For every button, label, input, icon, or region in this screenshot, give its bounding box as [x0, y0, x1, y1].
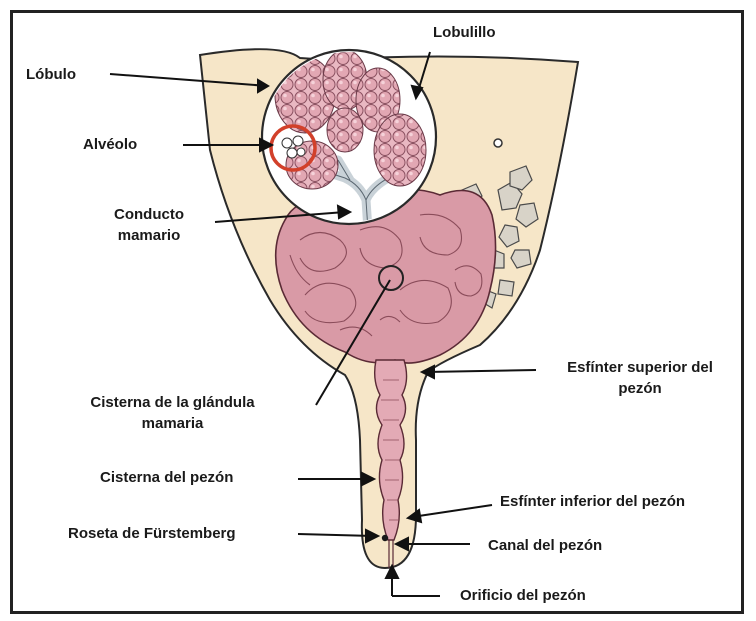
label-conducto-line2: mamario	[84, 225, 214, 246]
label-cisterna-glandula-line2: mamaria	[60, 413, 285, 434]
label-orificio: Orificio del pezón	[460, 585, 586, 606]
label-lobulo: Lóbulo	[26, 64, 76, 85]
label-canal: Canal del pezón	[488, 535, 602, 556]
label-esfinter-inferior: Esfínter inferior del pezón	[500, 491, 685, 512]
label-conducto-line1: Conducto	[84, 204, 214, 225]
label-cisterna-glandula-line1: Cisterna de la glándula	[60, 392, 285, 413]
furstenberg-rosette	[382, 535, 388, 541]
label-esfinter-superior-line1: Esfínter superior del	[540, 357, 740, 378]
label-esfinter-superior-line2: pezón	[540, 378, 740, 399]
label-esfinter-superior: Esfínter superior del pezón	[540, 357, 740, 399]
label-conducto-mamario: Conducto mamario	[84, 204, 214, 246]
label-cisterna-glandula: Cisterna de la glándula mamaria	[60, 392, 285, 434]
label-cisterna-pezon: Cisterna del pezón	[100, 467, 233, 488]
label-lobulillo: Lobulillo	[433, 22, 495, 43]
label-roseta: Roseta de Fürstemberg	[68, 523, 236, 544]
label-alveolo: Alvéolo	[83, 134, 137, 155]
